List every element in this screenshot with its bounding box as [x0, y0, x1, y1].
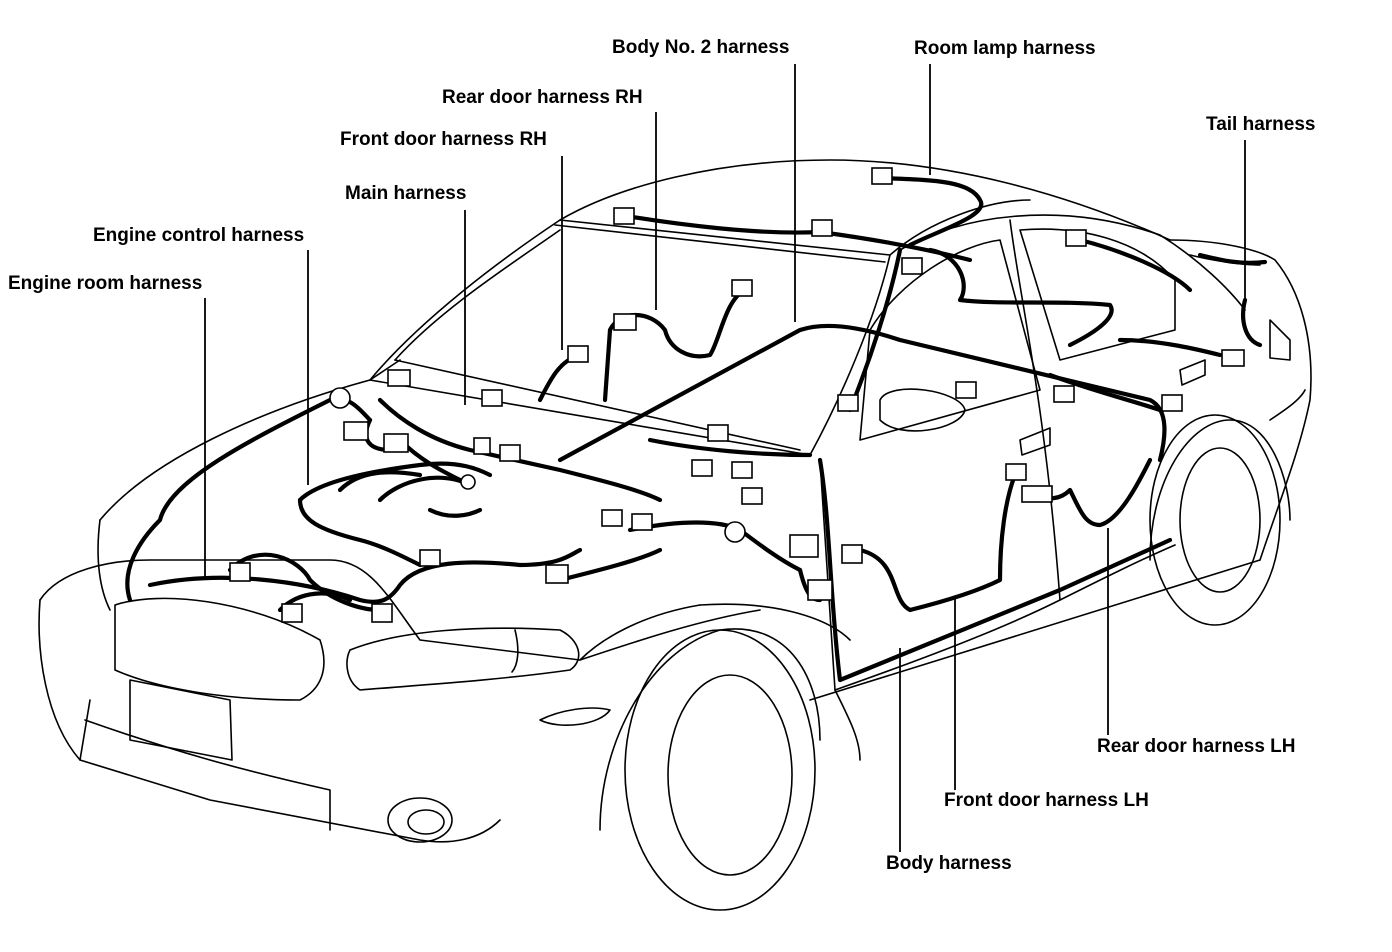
leader-lines	[204, 64, 1246, 852]
connector	[1021, 485, 1053, 503]
connector	[871, 167, 893, 185]
front-door-lh-wire	[857, 472, 1018, 613]
label-engine-room-harness: Engine room harness	[8, 273, 203, 294]
grommet	[460, 474, 476, 490]
label-tail-harness: Tail harness	[1206, 114, 1316, 135]
connector	[837, 394, 859, 412]
engine-control-wire	[297, 497, 423, 568]
connector	[955, 381, 977, 399]
connector	[613, 207, 635, 225]
body-harness-wire	[817, 457, 1173, 683]
connector	[1221, 349, 1245, 367]
connector	[229, 562, 251, 582]
label-rear-door-harness-rh: Rear door harness RH	[442, 87, 643, 108]
label-body-no2-harness: Body No. 2 harness	[612, 37, 790, 58]
rear-door-lh-wire	[1027, 457, 1153, 528]
connector	[343, 421, 369, 441]
rear-door-rh-wire	[602, 287, 748, 403]
connector	[499, 444, 521, 462]
connector	[901, 257, 923, 275]
label-main-harness: Main harness	[345, 183, 467, 204]
connector	[1161, 394, 1183, 412]
connector	[631, 513, 653, 531]
connector	[371, 603, 393, 623]
connector	[691, 459, 713, 477]
label-engine-control-harness: Engine control harness	[93, 225, 305, 246]
label-room-lamp-harness: Room lamp harness	[914, 38, 1096, 59]
label-front-door-harness-rh: Front door harness RH	[340, 129, 547, 150]
connector	[601, 509, 623, 527]
connector	[731, 461, 753, 479]
label-rear-door-harness-lh: Rear door harness LH	[1097, 736, 1296, 757]
connector	[567, 345, 589, 363]
connector	[707, 424, 729, 442]
grommet	[724, 521, 746, 543]
connector	[387, 369, 411, 387]
connector	[473, 437, 491, 455]
connector	[1065, 229, 1087, 247]
connector	[1005, 463, 1027, 481]
connector	[613, 313, 637, 331]
connector	[481, 389, 503, 407]
connector	[731, 279, 753, 297]
grommet	[329, 387, 351, 409]
connectors	[229, 167, 1245, 623]
connector	[383, 433, 409, 453]
connector	[545, 564, 569, 584]
connector	[841, 544, 863, 564]
connector	[419, 549, 441, 567]
connector	[807, 579, 833, 601]
connector	[789, 534, 819, 558]
connector	[811, 219, 833, 237]
connector	[741, 487, 763, 505]
connector	[281, 603, 303, 623]
tail-harness-wire	[1241, 297, 1263, 348]
label-front-door-harness-lh: Front door harness LH	[944, 790, 1149, 811]
label-body-harness: Body harness	[886, 853, 1012, 874]
connector	[1053, 385, 1075, 403]
